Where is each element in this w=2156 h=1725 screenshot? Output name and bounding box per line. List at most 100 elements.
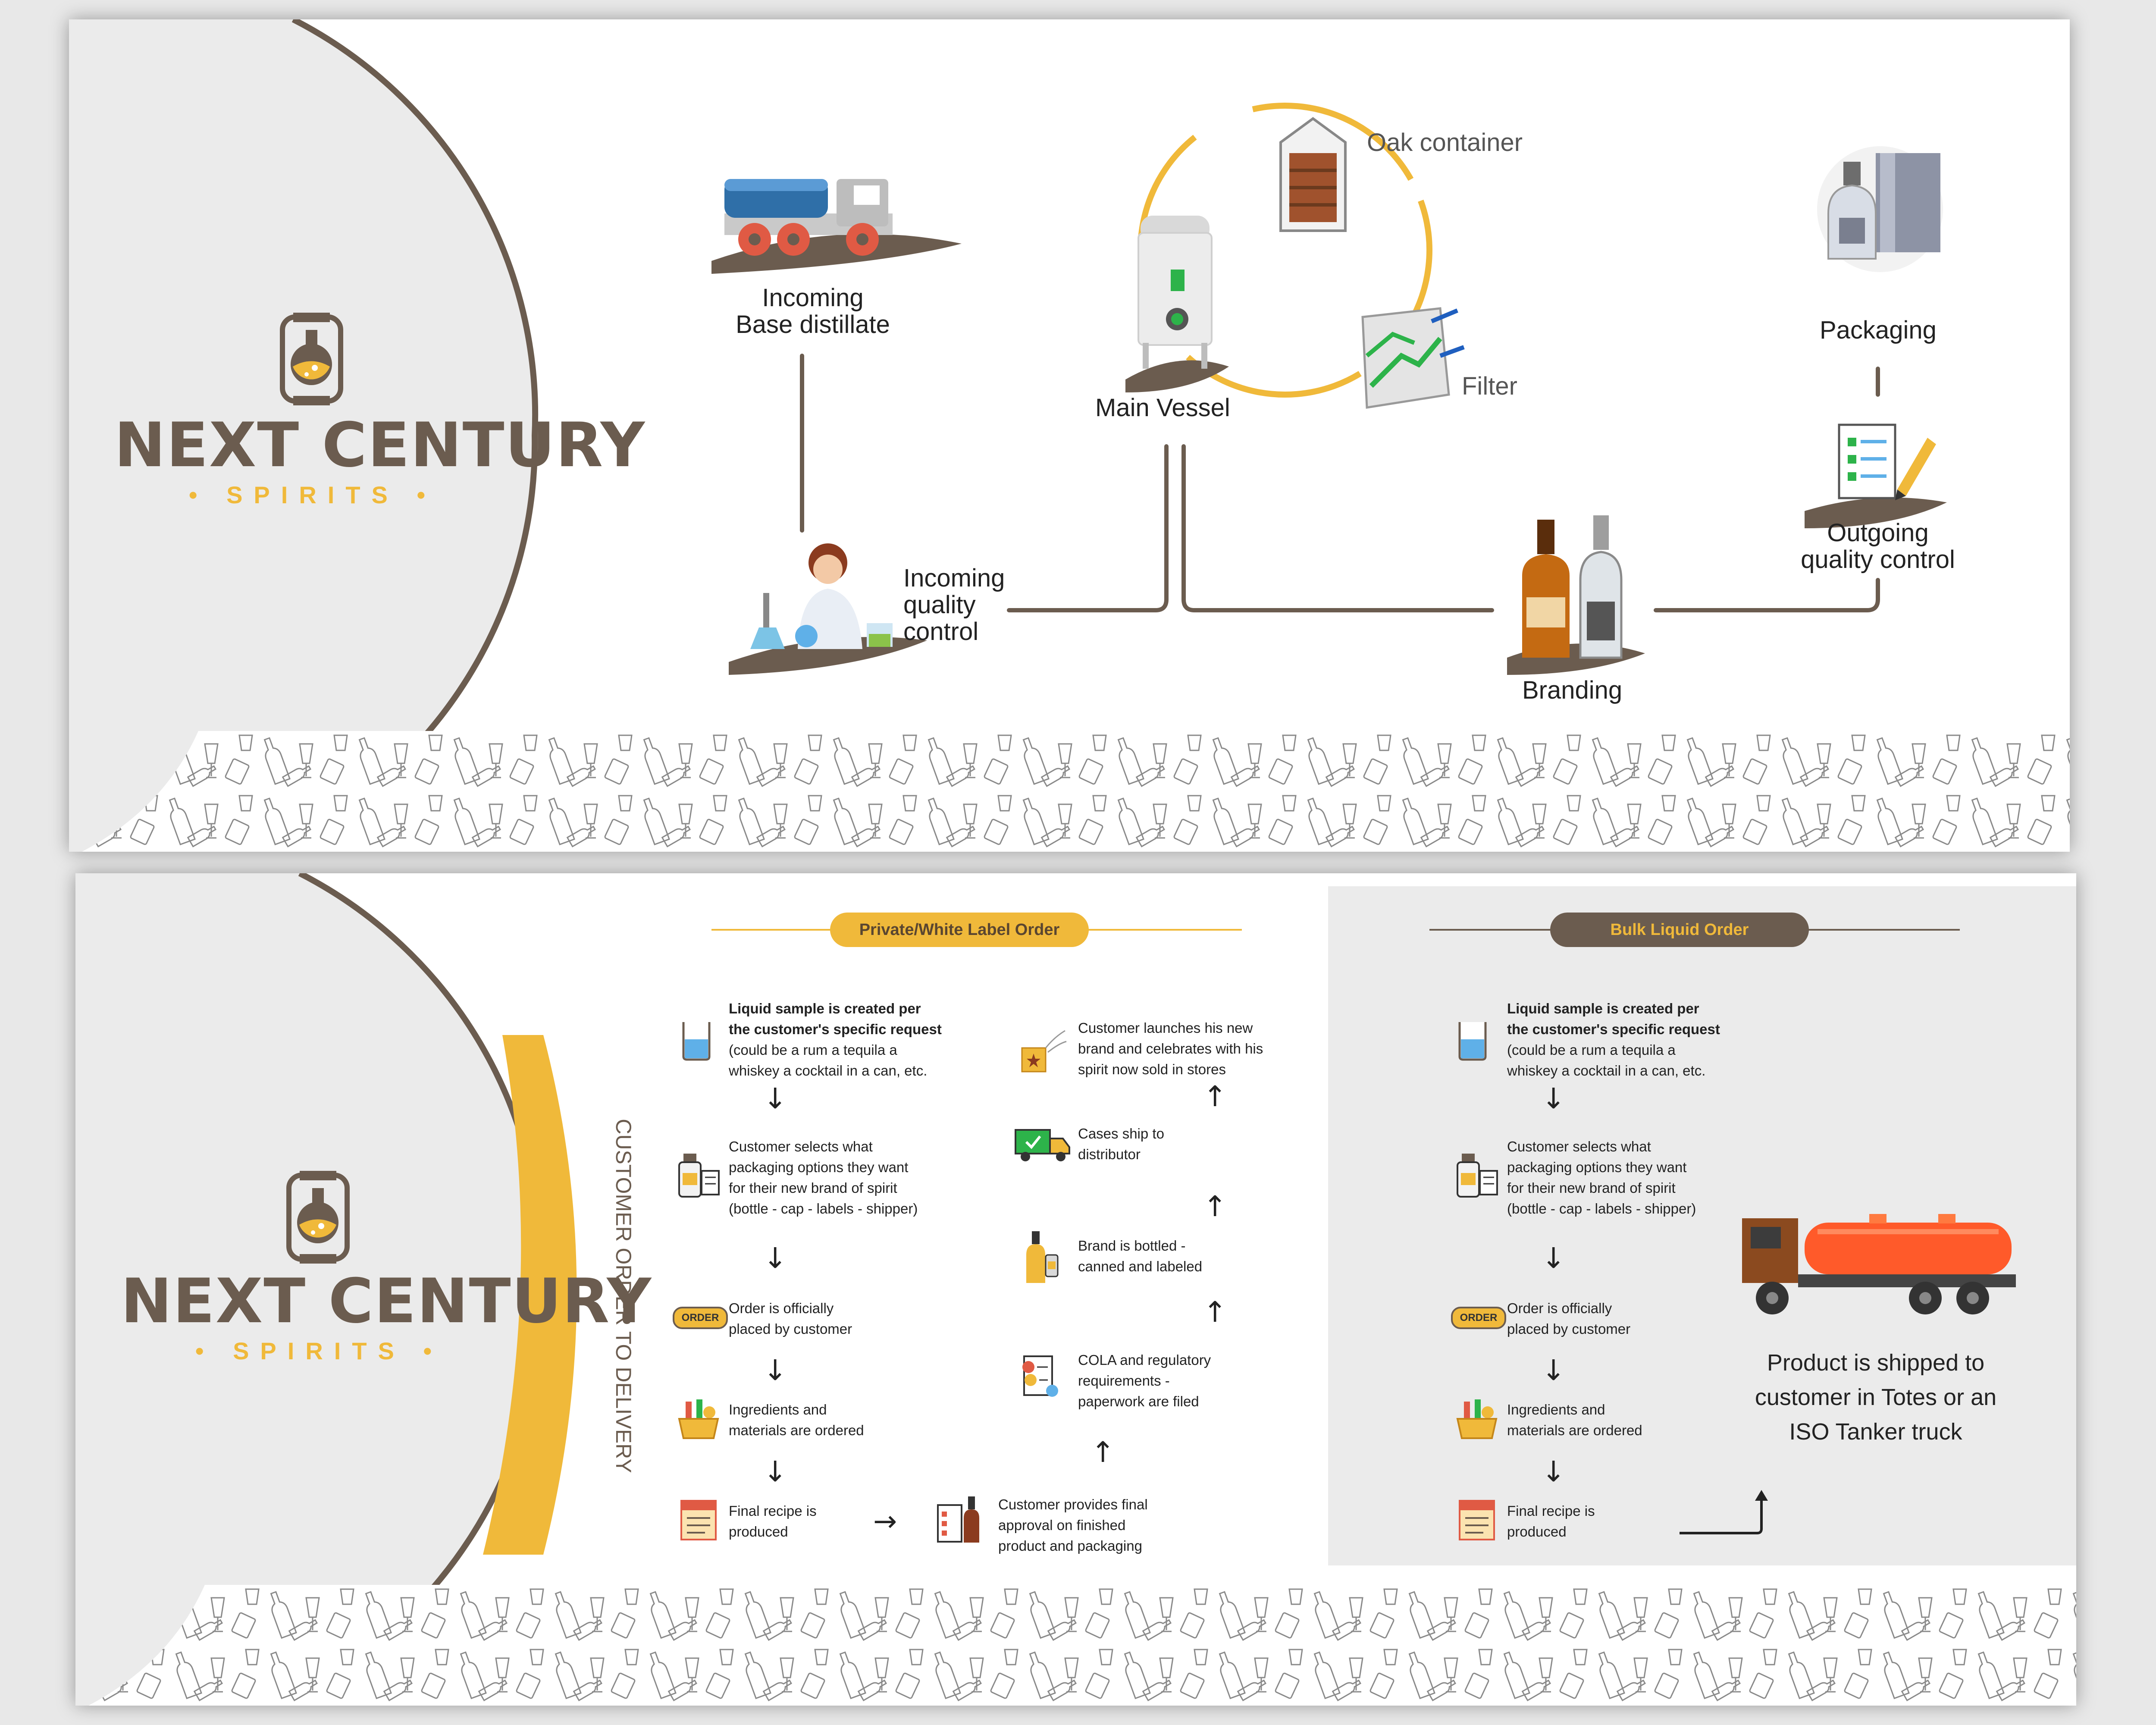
bulk-result-line3: ISO Tanker truck (1789, 1419, 1962, 1445)
bottled-can-icon (1026, 1231, 1059, 1283)
incoming-distillate-line2: Base distillate (736, 310, 890, 339)
packaging-line2: packaging options they want (729, 1159, 909, 1175)
step-final-approval: Customer provides final approval on fini… (998, 1494, 1240, 1556)
bulk-recipe-card-icon (1459, 1500, 1495, 1540)
packaging-options-icon (678, 1154, 720, 1198)
order-placed-line2: placed by customer (729, 1321, 852, 1337)
launch-line2: brand and celebrates with his (1078, 1041, 1263, 1057)
logo-sub-2: • SPIRITS • (195, 1337, 443, 1364)
packaging-label: Packaging (1820, 316, 1937, 344)
packaging-icon (1817, 146, 1943, 272)
arrow-up-4: ↑ (1203, 1080, 1227, 1113)
bulk-result-line2: customer in Totes or an (1755, 1384, 1997, 1410)
ingredients-line1: Ingredients and (729, 1402, 827, 1418)
bulk-order-badge-icon: ORDER (1451, 1307, 1506, 1329)
bulk-step-liquid-sample: Liquid sample is created per the custome… (1507, 998, 1749, 1081)
bulk-ingredients-basket-icon (1456, 1399, 1498, 1439)
ship-line1: Cases ship to (1078, 1126, 1164, 1142)
private-label-title: Private/White Label Order (830, 913, 1089, 947)
barrel-flask-logo-icon-2 (286, 1171, 350, 1264)
bulk-packaging-line1: Customer selects what (1507, 1138, 1651, 1154)
outgoing-qc-label: Outgoing quality control (1777, 520, 1979, 573)
bottle-pattern-strip (69, 731, 2070, 852)
sample-line4: whiskey a cocktail in a can, etc. (729, 1063, 928, 1079)
left-arc-background-2 (75, 873, 577, 1706)
bottled-line1: Brand is bottled - (1078, 1238, 1186, 1254)
cola-line1: COLA and regulatory (1078, 1352, 1211, 1368)
launch-celebrate-icon (1021, 1030, 1067, 1073)
recipe-line2: produced (729, 1524, 788, 1540)
order-panel: NEXT CENTURY • SPIRITS • CUSTOMER ORDER … (75, 873, 2076, 1706)
lab-scientist-icon (729, 543, 927, 675)
company-logo-2: NEXT CENTURY • SPIRITS • (121, 1266, 652, 1365)
iso-tanker-truck-icon (1742, 1214, 2016, 1314)
incoming-qc-line3: control (903, 618, 979, 646)
step-liquid-sample: Liquid sample is created per the custome… (729, 998, 970, 1081)
main-vessel-icon (1125, 216, 1229, 392)
bulk-sample-line3: (could be a rum a tequila a (1507, 1042, 1676, 1058)
bulk-packaging-options-icon (1457, 1154, 1498, 1198)
recipe-card-icon (680, 1500, 717, 1540)
sample-line3: (could be a rum a tequila a (729, 1042, 897, 1058)
order-badge-icon: ORDER (673, 1307, 728, 1329)
branded-bottles-icon (1507, 515, 1645, 675)
logo-sub-text-2: SPIRITS (233, 1337, 405, 1364)
launch-line3: spirit now sold in stores (1078, 1061, 1226, 1077)
step-packaging-options: Customer selects what packaging options … (729, 1136, 970, 1219)
step-launch: Customer launches his new brand and cele… (1078, 1018, 1319, 1080)
bulk-step-ingredients: Ingredients and materials are ordered (1507, 1399, 1749, 1441)
bulk-packaging-line4: (bottle - cap - labels - shipper) (1507, 1201, 1696, 1217)
bulk-order-placed-line2: placed by customer (1507, 1321, 1631, 1337)
incoming-qc-line2: quality (903, 591, 976, 619)
step-order-placed: Order is officially placed by customer (729, 1298, 970, 1339)
bulk-sample-line4: whiskey a cocktail in a can, etc. (1507, 1063, 1706, 1079)
bulk-arrow-to-truck (1680, 1490, 1768, 1534)
delivery-truck-icon (1015, 1129, 1070, 1161)
approval-checklist-icon (937, 1496, 979, 1543)
packaging-line3: for their new brand of spirit (729, 1180, 897, 1196)
branding-label: Branding (1522, 676, 1623, 704)
clipboard-checklist-icon (1805, 423, 1947, 528)
arrow-down-2: ↓ (763, 1242, 787, 1275)
oak-container-icon (1279, 117, 1347, 232)
barrel-flask-logo-icon (280, 313, 343, 405)
bottle-pattern-strip-2 (75, 1585, 2076, 1706)
bottled-line2: canned and labeled (1078, 1258, 1203, 1274)
bulk-arrow-down-1: ↓ (1542, 1082, 1566, 1115)
step-ingredients: Ingredients and materials are ordered (729, 1399, 970, 1441)
bulk-ingredients-line2: materials are ordered (1507, 1422, 1642, 1438)
recipe-line1: Final recipe is (729, 1503, 817, 1519)
step-cola-regulatory: COLA and regulatory requirements - paper… (1078, 1350, 1319, 1412)
tanker-truck-icon (711, 179, 962, 274)
incoming-qc-line1: Incoming (903, 564, 1005, 592)
main-vessel-label: Main Vessel (1095, 394, 1230, 422)
incoming-distillate-label: Incoming Base distillate (727, 285, 899, 338)
approval-line3: product and packaging (998, 1538, 1142, 1554)
incoming-distillate-line1: Incoming (762, 284, 864, 312)
bulk-sample-bold-line2: the customer's specific request (1507, 1021, 1720, 1037)
bulk-arrow-down-2: ↓ (1542, 1242, 1566, 1275)
process-panel: NEXT CENTURY • SPIRITS • Incoming Base d… (69, 19, 2070, 852)
packaging-line1: Customer selects what (729, 1138, 873, 1154)
arrow-down-4: ↓ (763, 1455, 787, 1488)
bulk-step-final-recipe: Final recipe is produced (1507, 1501, 1749, 1542)
bulk-step-packaging-options: Customer selects what packaging options … (1507, 1136, 1749, 1219)
arrow-up-3: ↑ (1203, 1190, 1227, 1223)
logo-sub: • SPIRITS • (188, 481, 437, 508)
bulk-arrow-down-3: ↓ (1542, 1354, 1566, 1387)
cola-line3: paperwork are filed (1078, 1393, 1199, 1409)
customer-order-vertical-label: CUSTOMER ORDER TO DELIVERY (611, 1119, 636, 1473)
step-final-recipe: Final recipe is produced (729, 1501, 970, 1542)
step-bottled: Brand is bottled - canned and labeled (1078, 1236, 1319, 1277)
bulk-recipe-line1: Final recipe is (1507, 1503, 1595, 1519)
order-placed-line1: Order is officially (729, 1300, 834, 1316)
bulk-ingredients-line1: Ingredients and (1507, 1402, 1605, 1418)
launch-line1: Customer launches his new (1078, 1020, 1253, 1036)
arrow-down-3: ↓ (763, 1354, 787, 1387)
logo-name-2: NEXT CENTURY (121, 1266, 652, 1337)
oak-container-label: Oak container (1367, 129, 1523, 157)
packaging-line4: (bottle - cap - labels - shipper) (729, 1201, 918, 1217)
process-connectors (800, 103, 1880, 612)
approval-line2: approval on finished (998, 1517, 1126, 1533)
filter-icon (1361, 307, 1465, 409)
